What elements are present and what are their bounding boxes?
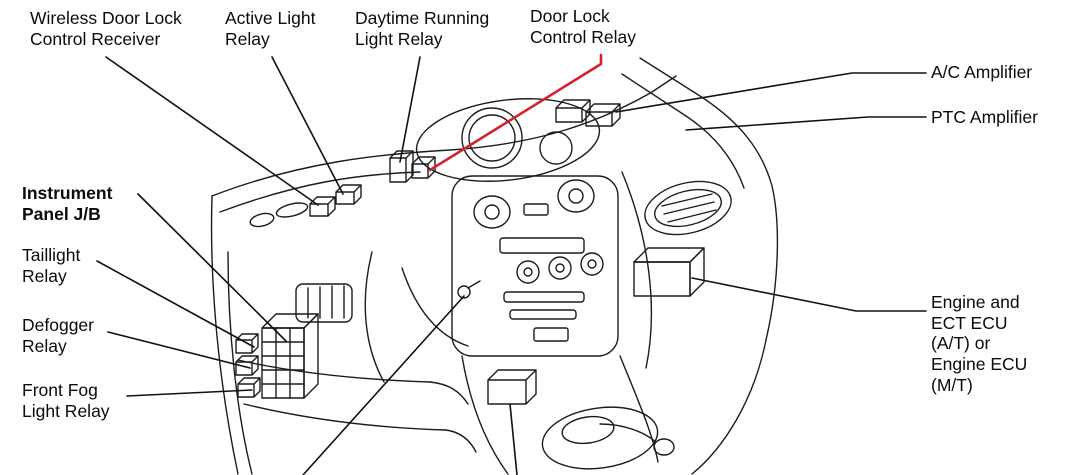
- leader-wireless-door-lock: [105, 56, 319, 206]
- label-daytime-running-light-relay: Daytime Running Light Relay: [355, 8, 490, 49]
- leader-active-light: [271, 56, 344, 195]
- label-ptc-amplifier: PTC Amplifier: [931, 107, 1038, 127]
- leader-ac-amplifier: [615, 72, 927, 113]
- leader-defogger: [107, 331, 251, 369]
- relay-cubes-dash-top: [309, 150, 436, 217]
- cluster-vent-grille: [295, 283, 353, 323]
- label-front-fog-light-relay: Front Fog Light Relay: [22, 380, 110, 421]
- leader-front-fog: [126, 389, 253, 397]
- label-taillight-relay: Taillight Relay: [22, 245, 81, 286]
- center-stack: [451, 175, 619, 357]
- ecu-box: [633, 247, 705, 297]
- dash-body-lines: [210, 57, 779, 475]
- label-defogger-relay: Defogger Relay: [22, 315, 94, 356]
- jb-box: [261, 313, 319, 399]
- leader-bottom-left-cutoff: [302, 295, 465, 475]
- label-active-light-relay: Active Light Relay: [225, 8, 316, 49]
- leader-lines: [96, 56, 927, 475]
- console-and-shifter: [461, 355, 675, 475]
- label-door-lock-control-relay: Door Lock Control Relay: [530, 6, 637, 47]
- leader-daytime-running: [399, 56, 421, 163]
- leader-engine-ecu: [691, 277, 927, 312]
- label-ac-amplifier: A/C Amplifier: [931, 62, 1033, 82]
- label-instrument-panel-jb: Instrument Panel J/B: [22, 183, 113, 224]
- dashboard-drawing: [210, 57, 779, 475]
- leader-instrument-panel-jb: [137, 193, 287, 342]
- instrument-cluster: [415, 98, 601, 182]
- amplifier-cubes: [555, 99, 621, 127]
- leader-taillight: [96, 260, 255, 348]
- key-cylinder: [457, 280, 481, 299]
- left-relay-cubes: [235, 333, 261, 398]
- leader-ptc-amplifier: [685, 116, 927, 131]
- leader-door-lock-red: [428, 53, 603, 172]
- steering-column: [364, 251, 469, 383]
- side-vent: [644, 180, 732, 236]
- label-engine-ect-ecu: Engine and ECT ECU (A/T) or Engine ECU (…: [931, 292, 1028, 395]
- leader-bottom-center-cutoff: [509, 403, 518, 475]
- label-wireless-door-lock-control-receiver: Wireless Door Lock Control Receiver: [30, 8, 182, 49]
